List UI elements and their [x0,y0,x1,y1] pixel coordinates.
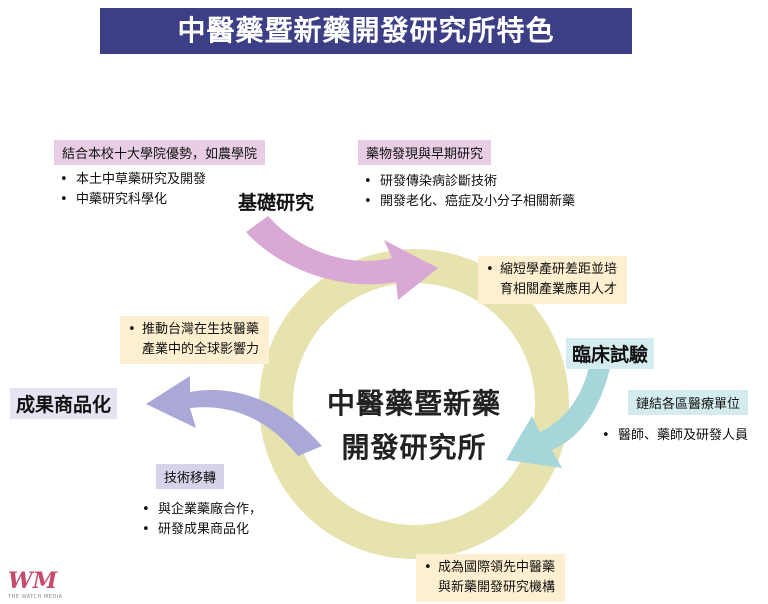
note-line: 成為國際領先中醫藥 [438,560,556,575]
node-label-clinical-trial: 臨床試驗 [566,338,655,369]
clinical-trial-bullets: 醫師、藥師及研發人員 [596,426,748,446]
list-item: 與企業藥廠合作， [136,500,262,520]
watch-media-logo: WM THE WATCH MEDIA [8,568,63,600]
bullet-icon: • [486,262,494,277]
commercialization-tag: 技術移轉 [156,464,225,489]
list-item: 開發老化、癌症及小分子相關新藥 [358,192,575,212]
clinical-trial-tag: 鏈結各區醫療單位 [628,390,749,415]
note-top-right: • 縮短學產研差距並培 育相關產業應用人才 [478,256,628,304]
center-title: 中醫藥暨新藥 開發研究所 [314,382,514,466]
note-bottom: • 成為國際領先中醫藥 與新藥開發研究機構 [416,554,566,602]
center-title-line1: 中醫藥暨新藥 [326,387,501,420]
page-title: 中醫藥暨新藥開發研究所特色 [100,8,632,54]
arrow-commercialization [146,376,322,456]
center-title-line2: 開發研究所 [341,431,487,464]
logo-mark: WM [8,568,58,594]
list-item: 本土中草藥研究及開發 [54,170,206,190]
basic-research-bullets-left: 本土中草藥研究及開發 中藥研究科學化 [54,170,206,210]
commercialization-bullets: 與企業藥廠合作， 研發成果商品化 [136,500,262,540]
bullet-icon: • [128,322,136,337]
note-line: 推動台灣在生技醫藥 [142,322,260,337]
note-line: 產業中的全球影響力 [142,342,260,357]
arrow-basic-research [246,216,438,300]
list-item: 醫師、藥師及研發人員 [596,426,748,446]
note-line: 育相關產業應用人才 [500,282,618,297]
list-item-continuation: 研發成果商品化 [158,522,250,537]
node-label-commercialization: 成果商品化 [10,388,118,419]
list-item: 中藥研究科學化 [54,190,206,210]
arrow-clinical-trial [506,362,610,468]
list-item: 研發傳染病診斷技術 [358,172,575,192]
basic-research-tag-left: 結合本校十大學院優勢，如農學院 [54,140,266,165]
note-line: 縮短學產研差距並培 [500,262,618,277]
note-left: • 推動台灣在生技醫藥 產業中的全球影響力 [120,316,270,364]
basic-research-bullets-right: 研發傳染病診斷技術 開發老化、癌症及小分子相關新藥 [358,172,575,212]
logo-text: THE WATCH MEDIA [8,594,63,600]
basic-research-tag-right: 藥物發現與早期研究 [358,140,492,165]
node-label-basic-research: 基礎研究 [238,192,315,214]
list-item: 研發成果商品化 [136,520,262,540]
note-line: 與新藥開發研究機構 [438,580,556,595]
bullet-icon: • [424,560,432,575]
